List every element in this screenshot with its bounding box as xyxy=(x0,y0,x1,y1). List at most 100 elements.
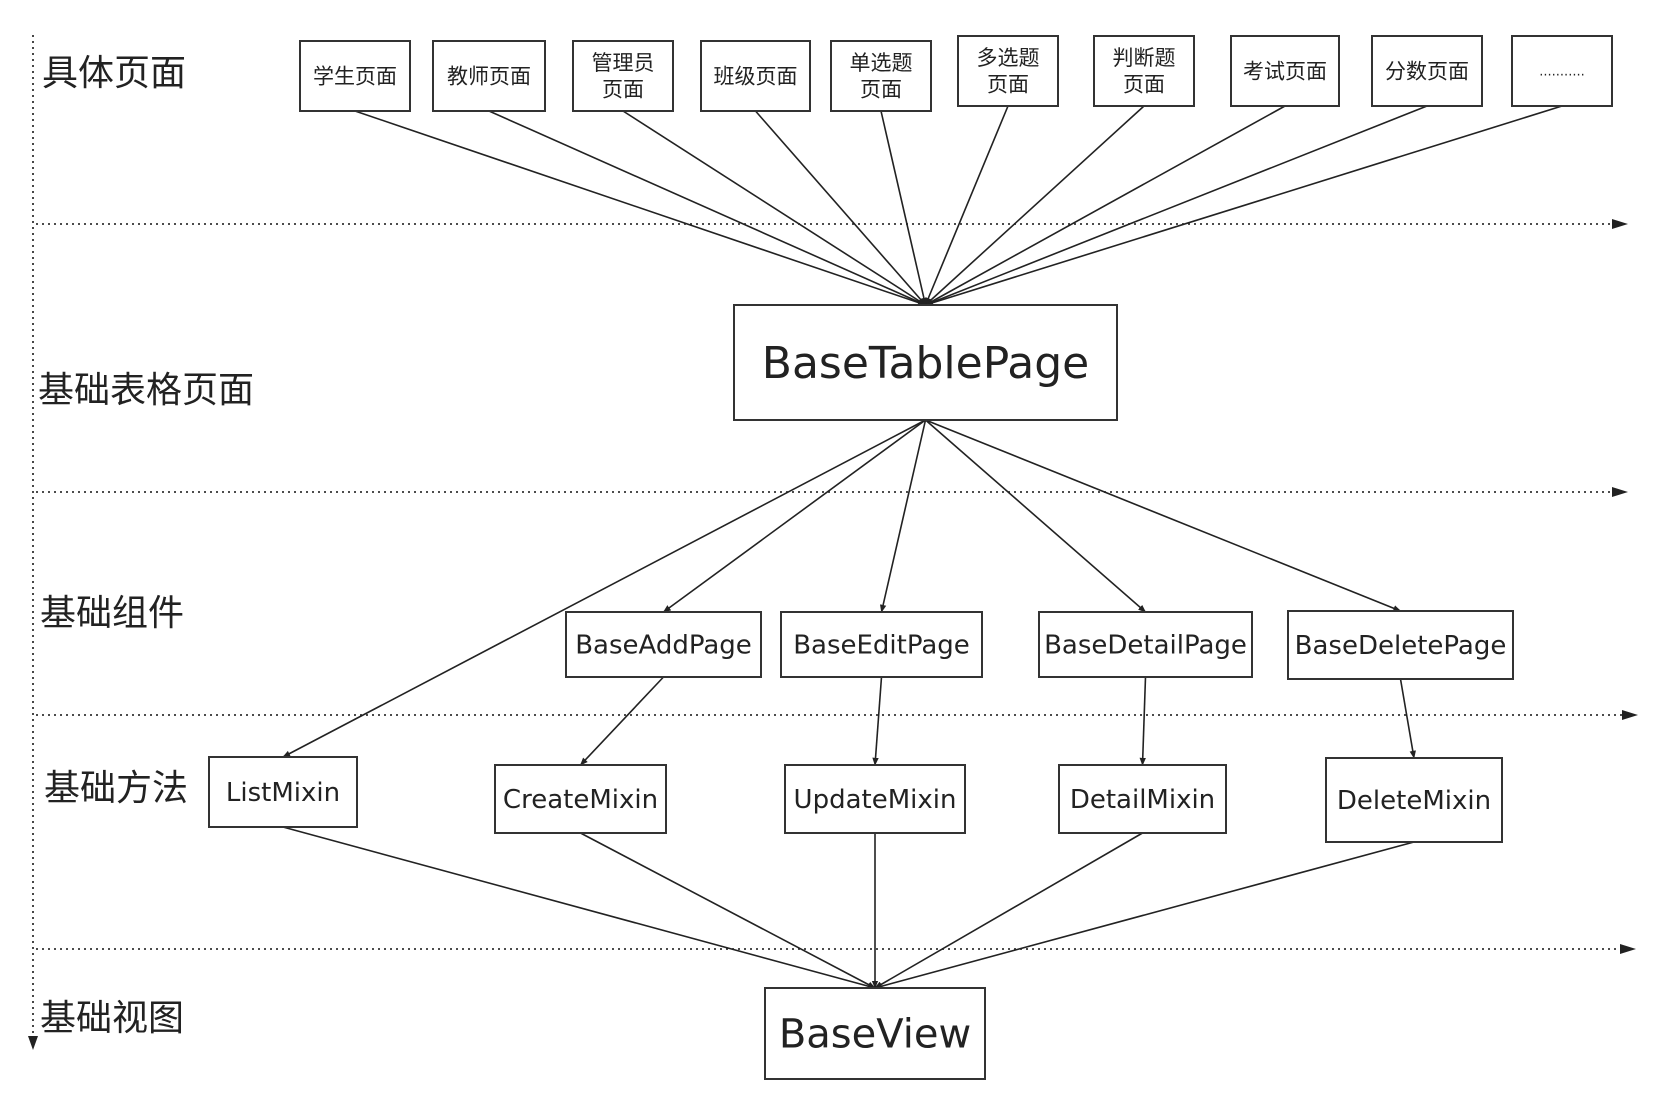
edge-deletemixin-to-baseview xyxy=(874,841,1415,990)
node-box-more xyxy=(1511,35,1613,107)
edge-createmixin-to-baseview xyxy=(580,832,876,989)
node-label-admin-line-1: 管理员 xyxy=(592,51,655,75)
node-basetablepage: BaseTablePage xyxy=(733,304,1118,421)
node-label-basedeletepage: BaseDeletePage xyxy=(1295,631,1507,661)
node-box-createmixin xyxy=(494,764,667,834)
node-exam: 考试页面 xyxy=(1230,35,1340,107)
edge-more-to-basetablepage xyxy=(924,105,1563,306)
node-label-class: 班级页面 xyxy=(714,64,798,88)
node-box-class xyxy=(700,40,811,112)
node-updatemixin: UpdateMixin xyxy=(784,764,966,834)
layer-dividers xyxy=(36,219,1638,954)
edge-class-to-basetablepage xyxy=(754,110,927,306)
layer-label-methods: 基础方法 xyxy=(44,768,188,809)
edge-basedetailpage-to-detailmixin xyxy=(1139,676,1147,766)
edge-student-to-basetablepage xyxy=(354,110,927,306)
edge-basetablepage-to-basedetailpage xyxy=(924,419,1147,613)
node-box-updatemixin xyxy=(784,764,966,834)
edge-basetablepage-to-listmixin xyxy=(282,419,926,758)
edge-admin-to-basetablepage xyxy=(622,110,927,306)
node-box-admin xyxy=(572,40,674,112)
edge-detailmixin-to-baseview xyxy=(874,832,1143,989)
node-student: 学生页面 xyxy=(299,40,411,112)
node-createmixin: CreateMixin xyxy=(494,764,667,834)
node-label-baseeditpage: BaseEditPage xyxy=(793,631,970,661)
node-label-more: ........... xyxy=(1539,65,1584,80)
node-deletemixin: DeleteMixin xyxy=(1325,757,1503,843)
node-baseview: BaseView xyxy=(764,987,986,1080)
node-box-teacher xyxy=(432,40,546,112)
edge-listmixin-to-baseview xyxy=(282,826,876,990)
divider-table-components xyxy=(36,487,1628,497)
edge-basetablepage-to-baseaddpage xyxy=(662,419,926,613)
node-score: 分数页面 xyxy=(1371,35,1483,107)
node-box-judge xyxy=(1093,35,1195,107)
layer-label-components: 基础组件 xyxy=(40,593,184,634)
node-box-detailmixin xyxy=(1058,764,1227,834)
nodes: 学生页面教师页面管理员页面班级页面单选题页面多选题页面判断题页面考试页面分数页面… xyxy=(208,35,1613,1080)
node-box-exam xyxy=(1230,35,1340,107)
node-label-baseview: BaseView xyxy=(779,1012,971,1058)
edge-basetablepage-to-baseeditpage xyxy=(879,419,927,613)
node-label-judge-line-1: 判断题 xyxy=(1113,46,1176,70)
divider-methods-view xyxy=(36,944,1636,954)
node-box-basedetailpage xyxy=(1038,611,1253,678)
node-more: ........... xyxy=(1511,35,1613,107)
node-label-single-line-2: 页面 xyxy=(860,77,902,101)
node-box-basedeletepage xyxy=(1287,610,1514,680)
node-label-score: 分数页面 xyxy=(1385,59,1469,83)
edge-exam-to-basetablepage xyxy=(924,105,1286,306)
edge-basedeletepage-to-deletemixin xyxy=(1399,678,1416,759)
edge-basetablepage-to-basedeletepage xyxy=(925,419,1402,612)
edge-baseeditpage-to-updatemixin xyxy=(872,676,883,766)
node-label-deletemixin: DeleteMixin xyxy=(1337,786,1491,816)
node-box-baseview xyxy=(764,987,986,1080)
node-label-teacher: 教师页面 xyxy=(447,64,531,88)
layer-labels: 具体页面 基础表格页面 基础组件 基础方法 基础视图 xyxy=(38,53,254,1039)
node-box-score xyxy=(1371,35,1483,107)
node-baseeditpage: BaseEditPage xyxy=(780,611,983,678)
node-detailmixin: DetailMixin xyxy=(1058,764,1227,834)
layer-label-view: 基础视图 xyxy=(40,998,184,1039)
node-box-single xyxy=(830,40,932,112)
edge-baseaddpage-to-createmixin xyxy=(579,676,665,766)
node-listmixin: ListMixin xyxy=(208,756,358,828)
node-label-multi-line-2: 页面 xyxy=(987,72,1029,96)
node-label-detailmixin: DetailMixin xyxy=(1070,785,1215,815)
node-box-baseeditpage xyxy=(780,611,983,678)
node-basedetailpage: BaseDetailPage xyxy=(1038,611,1253,678)
node-label-basedetailpage: BaseDetailPage xyxy=(1044,631,1247,661)
edge-score-to-basetablepage xyxy=(924,105,1428,306)
edge-teacher-to-basetablepage xyxy=(488,110,927,306)
edges xyxy=(282,105,1563,990)
node-box-student xyxy=(299,40,411,112)
node-box-listmixin xyxy=(208,756,358,828)
layer-label-concrete: 具体页面 xyxy=(42,53,186,94)
node-basedeletepage: BaseDeletePage xyxy=(1287,610,1514,680)
node-box-basetablepage xyxy=(733,304,1118,421)
node-label-listmixin: ListMixin xyxy=(226,778,340,808)
node-label-multi-line-1: 多选题 xyxy=(977,46,1040,70)
node-box-baseaddpage xyxy=(565,611,762,678)
edge-single-to-basetablepage xyxy=(880,110,928,306)
node-class: 班级页面 xyxy=(700,40,811,112)
node-label-basetablepage: BaseTablePage xyxy=(762,338,1089,389)
node-label-student: 学生页面 xyxy=(313,64,397,88)
edge-multi-to-basetablepage xyxy=(924,105,1009,306)
node-box-multi xyxy=(957,35,1059,107)
layer-label-table: 基础表格页面 xyxy=(38,370,254,411)
layer-axis xyxy=(28,35,38,1050)
node-baseaddpage: BaseAddPage xyxy=(565,611,762,678)
edge-judge-to-basetablepage xyxy=(924,105,1145,306)
node-label-admin-line-2: 页面 xyxy=(602,77,644,101)
node-box-deletemixin xyxy=(1325,757,1503,843)
node-label-createmixin: CreateMixin xyxy=(503,785,658,815)
divider-components-methods xyxy=(36,710,1638,720)
node-label-single-line-1: 单选题 xyxy=(850,51,913,75)
node-label-updatemixin: UpdateMixin xyxy=(794,785,957,815)
